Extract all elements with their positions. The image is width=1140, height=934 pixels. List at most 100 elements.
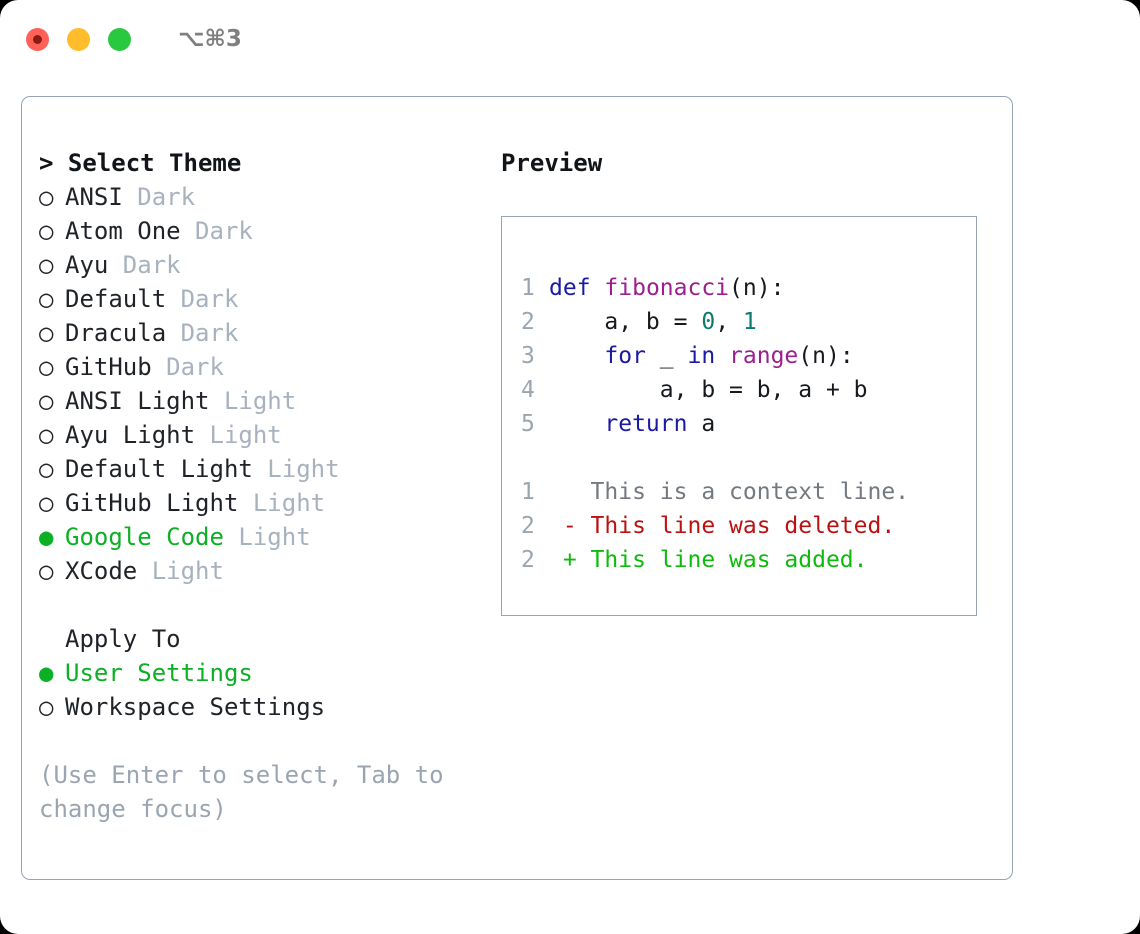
radio-unselected-icon: ○ (39, 217, 54, 245)
code-token: def (549, 275, 591, 301)
apply-to-option-list: ● User Settings ○Workspace Settings (39, 656, 469, 724)
code-line: 3 for _ in range(n): (521, 339, 909, 373)
theme-option-github-light[interactable]: ○GitHub Light Light (39, 486, 469, 520)
line-number: 4 (521, 377, 535, 403)
theme-option-default[interactable]: ○ Default Dark (39, 282, 469, 316)
line-number: 2 (521, 309, 535, 335)
preview-title: Preview (501, 149, 603, 177)
select-theme-header: > Select Theme (39, 149, 242, 177)
theme-option-label: Dracula (65, 319, 167, 347)
code-token: range (729, 343, 799, 369)
code-token: 1 (742, 309, 757, 335)
close-dot-icon (33, 34, 42, 44)
theme-option-label: Ayu (65, 251, 109, 279)
theme-variant-badge: Light (209, 387, 297, 415)
theme-option-label: Default (65, 285, 167, 313)
panel-columns: > Select Theme ○ANSI Dark○Atom One Dark○… (22, 97, 1012, 879)
maximize-button-icon[interactable] (108, 27, 131, 51)
theme-option-label: ANSI Light (65, 387, 210, 415)
line-number: 2 (521, 513, 535, 539)
theme-variant-badge: Dark (166, 319, 239, 347)
apply-to-header: Apply To (39, 622, 469, 656)
theme-option-label: Google Code (65, 523, 224, 551)
code-token: (n): (729, 275, 785, 301)
diff-line-text: + This line was added. (549, 547, 868, 573)
diff-line-add: 2 + This line was added. (521, 543, 909, 577)
theme-option-ayu-light[interactable]: ○ Ayu Light Light (39, 418, 469, 452)
keyboard-shortcut-label: ⌥⌘3 (178, 26, 242, 52)
theme-variant-badge: Dark (166, 285, 239, 313)
theme-variant-badge: Dark (180, 217, 253, 245)
theme-option-atom-one[interactable]: ○ Atom One Dark (39, 214, 469, 248)
radio-unselected-icon: ○ (39, 387, 54, 415)
apply-to-option-label: User Settings (65, 659, 253, 687)
line-number: 2 (521, 547, 535, 573)
code-token: a, b = b, a + b (549, 377, 868, 403)
theme-option-xcode[interactable]: ○XCode Light (39, 554, 469, 588)
code-token: (n): (798, 343, 854, 369)
code-diff-separator (521, 441, 909, 475)
theme-option-label: XCode (65, 557, 138, 585)
theme-variant-badge: Light (223, 523, 311, 551)
theme-option-dracula[interactable]: ○Dracula Dark (39, 316, 469, 350)
window-controls (26, 27, 131, 51)
code-token: for (604, 343, 646, 369)
apply-to-option-user-settings[interactable]: ● User Settings (39, 656, 469, 690)
theme-option-label: Default Light (65, 455, 253, 483)
code-token (715, 343, 729, 369)
theme-option-google-code[interactable]: ● Google Code Light (39, 520, 469, 554)
theme-option-github[interactable]: ○ GitHub Dark (39, 350, 469, 384)
theme-variant-badge: Dark (151, 353, 224, 381)
radio-unselected-icon: ○ (39, 353, 54, 381)
code-line: 2 a, b = 0, 1 (521, 305, 909, 339)
code-token: _ (645, 343, 688, 369)
radio-unselected-icon: ○ (39, 183, 54, 211)
code-line: 1 def fibonacci(n): (521, 271, 909, 305)
theme-option-default-light[interactable]: ○Default Light Light (39, 452, 469, 486)
theme-option-label: ANSI (65, 183, 123, 211)
code-line: 4 a, b = b, a + b (521, 373, 909, 407)
line-number: 5 (521, 411, 535, 437)
theme-option-label: Atom One (65, 217, 181, 245)
apply-to-option-workspace-settings[interactable]: ○Workspace Settings (39, 690, 469, 724)
code-token (591, 275, 605, 301)
theme-option-ansi[interactable]: ○ANSI Dark (39, 180, 469, 214)
theme-option-label: GitHub Light (65, 489, 239, 517)
close-button-icon[interactable] (26, 27, 49, 51)
theme-variant-badge: Light (238, 489, 326, 517)
line-number: 1 (521, 275, 535, 301)
code-line: 5 return a (521, 407, 909, 441)
content-panel: > Select Theme ○ANSI Dark○Atom One Dark○… (21, 96, 1013, 880)
keyboard-hint-text: (Use Enter to select, Tab to change focu… (39, 761, 444, 823)
radio-unselected-icon: ○ (39, 421, 54, 449)
code-token: fibonacci (604, 275, 730, 301)
apply-to-header-label: Apply To (65, 625, 181, 653)
code-token: a (687, 411, 716, 437)
diff-line-del: 2 - This line was deleted. (521, 509, 909, 543)
code-token (549, 411, 604, 437)
radio-selected-icon: ● (39, 523, 54, 551)
section-spacer (39, 588, 469, 622)
radio-unselected-icon: ○ (39, 251, 54, 279)
line-number: 1 (521, 479, 535, 505)
theme-option-ayu[interactable]: ○Ayu Dark (39, 248, 469, 282)
radio-unselected-icon: ○ (39, 285, 54, 313)
title-bar: ⌥⌘3 (0, 0, 1140, 78)
minimize-button-icon[interactable] (67, 27, 90, 51)
theme-variant-badge: Light (195, 421, 282, 449)
theme-option-label: GitHub (65, 353, 152, 381)
code-token (549, 343, 604, 369)
diff-line-text: This is a context line. (549, 479, 910, 505)
radio-selected-icon: ● (39, 659, 54, 687)
theme-option-ansi-light[interactable]: ○ ANSI Light Light (39, 384, 469, 418)
radio-unselected-icon: ○ (39, 455, 54, 483)
line-number: 3 (521, 343, 535, 369)
theme-selector-column: > Select Theme ○ANSI Dark○Atom One Dark○… (39, 146, 469, 826)
code-token: in (687, 343, 716, 369)
theme-option-label: Ayu Light (65, 421, 196, 449)
diff-line-text: - This line was deleted. (549, 513, 896, 539)
